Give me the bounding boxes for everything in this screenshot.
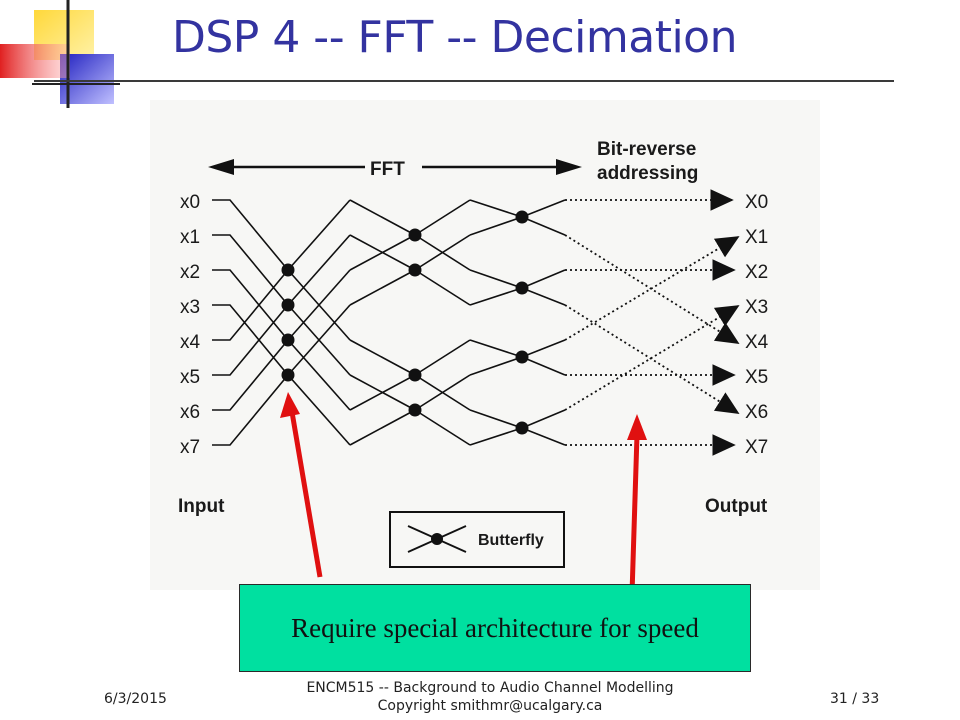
bitrev-label-line1: Bit-reverse <box>597 139 696 160</box>
output-label-3: X3 <box>745 297 768 318</box>
footer-course-line1: ENCM515 -- Background to Audio Channel M… <box>306 680 674 696</box>
input-label-0: x0 <box>180 192 200 213</box>
slide-title: DSP 4 -- FFT -- Decimation <box>172 12 737 63</box>
legend-label: Butterfly <box>478 532 544 549</box>
node <box>281 333 295 347</box>
stage3-wires <box>469 199 566 446</box>
node <box>281 298 295 312</box>
input-label-5: x5 <box>180 367 200 388</box>
node <box>281 263 295 277</box>
input-label-7: x7 <box>180 437 200 458</box>
node <box>408 368 422 382</box>
node <box>515 350 529 364</box>
output-label-7: X7 <box>745 437 768 458</box>
input-caption: Input <box>178 496 225 517</box>
input-label-1: x1 <box>180 227 200 248</box>
title-divider <box>34 80 894 82</box>
footer-course-line2: Copyright smithmr@ucalgary.ca <box>377 698 603 714</box>
input-label-6: x6 <box>180 402 200 423</box>
node <box>408 228 422 242</box>
stage1-wires <box>212 199 351 446</box>
output-label-2: X2 <box>745 262 768 283</box>
footer-page-number: 31 / 33 <box>830 691 880 707</box>
output-label-0: X0 <box>745 192 768 213</box>
fft-span-arrow <box>208 159 582 175</box>
butterfly-nodes <box>281 210 529 435</box>
node <box>515 421 529 435</box>
fft-label: FFT <box>370 159 405 180</box>
output-label-4: X4 <box>745 332 769 353</box>
callout-box: Require special architecture for speed <box>239 584 751 672</box>
node <box>515 210 529 224</box>
input-label-3: x3 <box>180 297 200 318</box>
input-label-2: x2 <box>180 262 200 283</box>
butterfly-legend: Butterfly <box>389 511 565 568</box>
node <box>281 368 295 382</box>
stage2-wires <box>349 199 471 446</box>
node <box>408 403 422 417</box>
output-caption: Output <box>705 496 768 517</box>
output-label-6: X6 <box>745 402 768 423</box>
node <box>408 263 422 277</box>
output-label-5: X5 <box>745 367 768 388</box>
bitrev-label-line2: addressing <box>597 163 698 184</box>
node <box>515 281 529 295</box>
output-label-1: X1 <box>745 227 768 248</box>
red-pointer-arrows <box>280 392 647 595</box>
corner-decoration <box>0 0 120 110</box>
footer-course: ENCM515 -- Background to Audio Channel M… <box>300 679 680 715</box>
footer-date: 6/3/2015 <box>104 691 167 707</box>
corner-decoration-graphic <box>0 0 120 108</box>
callout-text: Require special architecture for speed <box>291 612 699 643</box>
input-label-4: x4 <box>180 332 201 353</box>
bit-reverse-wires <box>564 189 740 456</box>
